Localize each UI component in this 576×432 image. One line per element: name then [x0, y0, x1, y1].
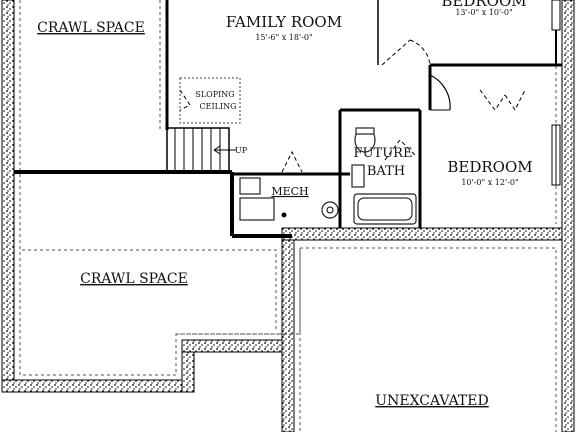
- sloping-label: SLOPING: [195, 90, 234, 99]
- ceiling-label: CEILING: [200, 102, 237, 111]
- family-room-dims: 15'-6" x 18'-0": [255, 33, 312, 42]
- stairs: [166, 127, 236, 173]
- bedroom-label: BEDROOM: [447, 158, 532, 176]
- bedroom-top-dims: 13'-0" x 10'-0": [455, 8, 512, 17]
- bedroom-dims: 10'-0" x 12'-0": [461, 178, 518, 187]
- bedroom-top-label: BEDROOM: [441, 0, 526, 10]
- sloping-ceiling-box: [179, 77, 241, 124]
- future-label: FUTURE: [354, 146, 413, 161]
- sump-pump-icon: [321, 201, 339, 219]
- mech-label: MECH: [271, 185, 308, 198]
- bathtub-icon: [353, 193, 417, 225]
- bath-label: BATH: [367, 164, 405, 179]
- fixtures: [239, 127, 417, 225]
- furnace-icon: [239, 197, 275, 221]
- dashed-outlines: [19, 0, 557, 432]
- family-room-label: FAMILY ROOM: [226, 13, 342, 31]
- interior-walls: [14, 0, 562, 238]
- vanity-icon: [351, 164, 365, 188]
- unexcavated-label: UNEXCAVATED: [375, 393, 488, 409]
- floor-drain-icon: [281, 212, 287, 218]
- water-heater-icon: [239, 177, 261, 195]
- windows: [551, 0, 561, 186]
- crawl-space-bottom-label: CRAWL SPACE: [80, 271, 188, 287]
- doors: [179, 39, 526, 173]
- stair-up-label: UP: [235, 146, 248, 155]
- crawl-space-top-label: CRAWL SPACE: [37, 20, 145, 36]
